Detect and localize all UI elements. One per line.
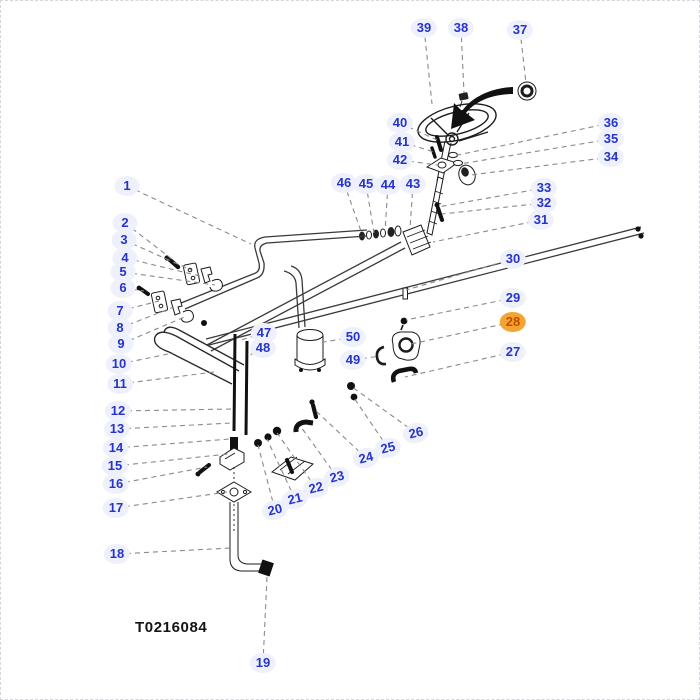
pump-assembly [375, 287, 421, 383]
steering-wheel-cap [517, 81, 537, 101]
leader-line-32 [441, 202, 545, 215]
callout-44[interactable]: 44 [374, 175, 402, 195]
callout-28[interactable]: 28 [499, 312, 527, 332]
callout-8[interactable]: 8 [107, 318, 133, 338]
steering-valve-assembly [359, 202, 444, 256]
leader-line-18 [116, 547, 232, 555]
leader-line-17 [115, 491, 228, 509]
callout-1[interactable]: 1 [114, 176, 140, 196]
callout-19[interactable]: 19 [249, 653, 277, 673]
leader-line-16 [115, 466, 208, 485]
leader-line-38 [460, 27, 465, 94]
column-washers [448, 151, 476, 186]
callout-49[interactable]: 49 [339, 350, 367, 370]
callout-50[interactable]: 50 [339, 327, 367, 347]
return-tube [216, 467, 274, 577]
callout-35[interactable]: 35 [597, 129, 625, 149]
callout-48[interactable]: 48 [249, 338, 277, 358]
callout-5[interactable]: 5 [110, 262, 136, 282]
callout-11[interactable]: 11 [107, 374, 133, 394]
callout-12[interactable]: 12 [104, 401, 132, 421]
callout-16[interactable]: 16 [102, 474, 130, 494]
callout-3[interactable]: 3 [111, 230, 137, 250]
leader-line-44 [384, 184, 389, 232]
callout-33[interactable]: 33 [530, 178, 558, 198]
callout-42[interactable]: 42 [386, 150, 414, 170]
tube-hairpin-bend [153, 326, 245, 385]
elbow-fittings [293, 382, 358, 433]
callout-15[interactable]: 15 [101, 456, 129, 476]
leader-line-14 [115, 438, 231, 449]
leader-line-15 [114, 453, 229, 467]
leader-line-4 [124, 257, 205, 278]
leader-line-3 [123, 239, 192, 271]
callout-30[interactable]: 30 [499, 249, 527, 269]
oil-filter [294, 329, 326, 372]
callout-27[interactable]: 27 [499, 342, 527, 362]
wheel-nut [458, 92, 469, 108]
callout-6[interactable]: 6 [110, 278, 136, 298]
callout-9[interactable]: 9 [108, 334, 134, 354]
callout-17[interactable]: 17 [102, 498, 130, 518]
callout-37[interactable]: 37 [506, 20, 534, 40]
callout-14[interactable]: 14 [102, 438, 130, 458]
leader-line-40 [399, 122, 438, 141]
callout-18[interactable]: 18 [103, 544, 131, 564]
horn-plate [425, 135, 459, 174]
leader-line-12 [117, 408, 234, 412]
clamp-bracket [195, 447, 245, 477]
callout-38[interactable]: 38 [447, 18, 475, 38]
leader-line-27 [404, 351, 514, 378]
leader-line-7 [119, 300, 160, 312]
leader-line-42 [399, 159, 439, 166]
callout-39[interactable]: 39 [410, 18, 438, 38]
leader-line-1 [126, 185, 252, 245]
rotation-arrow-icon [451, 87, 513, 129]
callout-45[interactable]: 45 [352, 174, 380, 194]
callout-32[interactable]: 32 [530, 193, 558, 213]
callout-2[interactable]: 2 [112, 213, 138, 233]
support-bracket [254, 426, 314, 481]
leader-line-34 [470, 156, 612, 176]
leader-line-35 [459, 138, 612, 165]
tube-clamp-parts [136, 255, 223, 326]
callout-41[interactable]: 41 [388, 132, 416, 152]
callout-26[interactable]: 26 [400, 420, 432, 446]
callout-13[interactable]: 13 [103, 419, 131, 439]
leader-line-5 [122, 271, 216, 286]
callout-10[interactable]: 10 [105, 354, 133, 374]
callout-40[interactable]: 40 [386, 113, 414, 133]
leader-line-30 [405, 258, 514, 291]
leader-line-11 [119, 371, 215, 385]
callout-7[interactable]: 7 [107, 301, 133, 321]
callout-31[interactable]: 31 [527, 210, 555, 230]
leader-line-31 [432, 219, 542, 243]
leader-line-13 [116, 422, 233, 430]
leader-line-39 [423, 27, 433, 105]
callout-34[interactable]: 34 [597, 147, 625, 167]
callout-29[interactable]: 29 [499, 288, 527, 308]
callout-43[interactable]: 43 [399, 174, 427, 194]
leader-line-26 [351, 386, 417, 434]
leader-line-29 [405, 297, 514, 321]
leader-line-43 [409, 183, 414, 230]
callout-36[interactable]: 36 [597, 113, 625, 133]
leader-line-41 [401, 141, 435, 153]
hydraulic-tube-bundle [180, 226, 645, 352]
figure-code: T0216084 [135, 619, 208, 636]
callout-46[interactable]: 46 [330, 173, 358, 193]
